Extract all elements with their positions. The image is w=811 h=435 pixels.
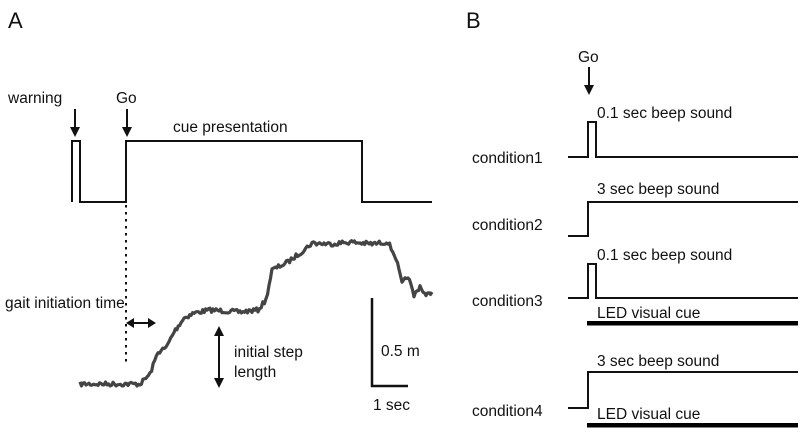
gait-position-trace	[78, 239, 434, 388]
warning-arrow	[70, 109, 80, 137]
condition-3-visual-label: LED visual cue	[597, 305, 700, 322]
scale-time-label: 1 sec	[373, 397, 410, 414]
go-label-a: Go	[116, 90, 137, 107]
condition-4-led-bar	[587, 423, 798, 428]
cue-presentation-label: cue presentation	[173, 119, 288, 136]
condition-1-trace	[568, 121, 798, 158]
warning-label: warning	[7, 90, 62, 107]
condition-1: condition1 0.1 sec beep sound	[472, 105, 798, 167]
condition-2-trace	[568, 201, 798, 237]
condition-2: condition2 3 sec beep sound	[472, 181, 798, 237]
condition-1-sound-label: 0.1 sec beep sound	[597, 105, 732, 122]
initial-step-arrow	[214, 326, 224, 388]
scale-distance-label: 0.5 m	[381, 343, 420, 360]
go-label-b: Go	[578, 49, 599, 66]
go-arrow-a	[122, 109, 132, 137]
go-arrow-b	[584, 67, 594, 95]
panel-a-letter: A	[8, 8, 23, 33]
gait-initiation-time-label: gait initiation time	[5, 295, 125, 312]
condition-4: condition4 3 sec beep sound LED visual c…	[472, 353, 798, 428]
condition-2-label: condition2	[472, 217, 543, 234]
condition-2-sound-label: 3 sec beep sound	[597, 181, 719, 198]
condition-3-sound-label: 0.1 sec beep sound	[597, 247, 732, 264]
condition-4-label: condition4	[472, 403, 543, 420]
timing-trace	[71, 140, 432, 203]
condition-4-visual-label: LED visual cue	[597, 406, 700, 423]
initial-step-label-line2: length	[234, 364, 276, 381]
condition-1-label: condition1	[472, 150, 543, 167]
condition-4-sound-label: 3 sec beep sound	[597, 353, 719, 370]
condition-4-trace	[568, 371, 798, 409]
condition-3-label: condition3	[472, 293, 543, 310]
scale-bar	[370, 298, 408, 388]
gait-initiation-arrow	[126, 318, 156, 328]
panel-b-letter: B	[466, 8, 481, 33]
condition-3-trace	[568, 263, 798, 299]
initial-step-label-line1: initial step	[234, 344, 303, 361]
condition-3-led-bar	[587, 321, 798, 326]
condition-3: condition3 0.1 sec beep sound LED visual…	[472, 247, 798, 326]
